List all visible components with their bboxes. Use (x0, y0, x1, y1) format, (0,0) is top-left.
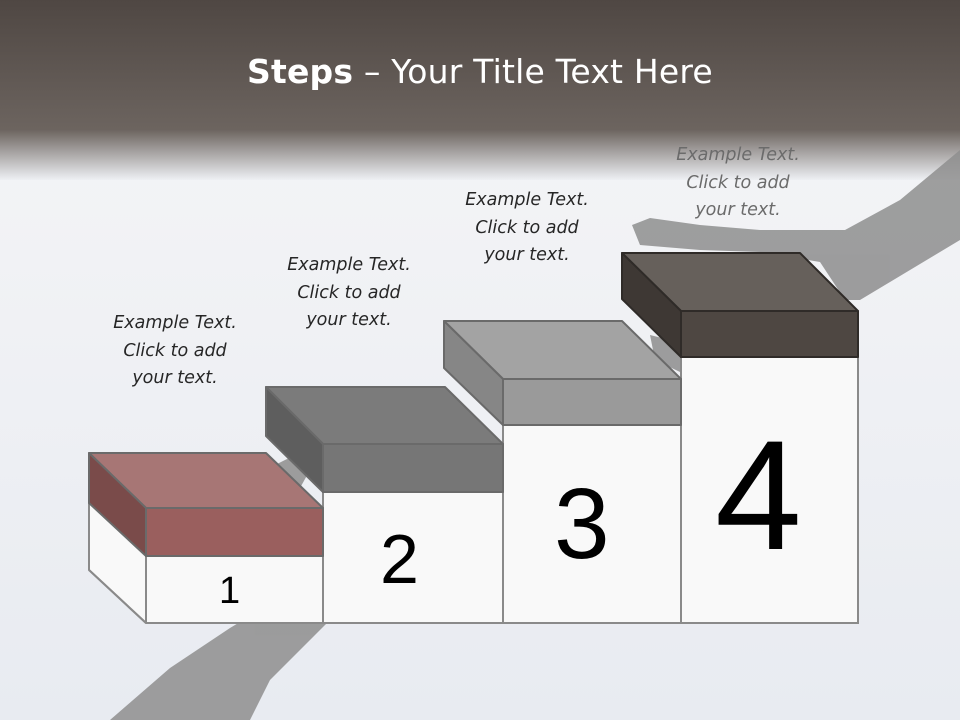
step-3-number: 3 (554, 468, 610, 580)
slide-title[interactable]: Steps – Your Title Text Here (0, 52, 960, 91)
caption-line: Example Text. (676, 145, 800, 165)
caption-line: Click to add (297, 282, 401, 303)
step-4-block (621, 252, 859, 358)
caption-line: your text. (484, 245, 570, 265)
step-3-block (443, 320, 682, 426)
caption-line: Click to add (686, 172, 790, 193)
step-4-number: 4 (715, 409, 802, 583)
step-2-caption[interactable]: Example Text. Click to add your text. (259, 252, 439, 335)
step-4-caption[interactable]: Example Text. Click to add your text. (648, 142, 828, 225)
step-1-block (88, 452, 324, 557)
caption-line: Click to add (475, 217, 579, 238)
caption-line: your text. (132, 368, 218, 388)
caption-line: your text. (695, 200, 781, 220)
caption-line: Example Text. (287, 255, 411, 275)
step-3-caption[interactable]: Example Text. Click to add your text. (437, 187, 617, 270)
title-bold: Steps (247, 52, 354, 91)
step-frames (322, 355, 859, 624)
caption-line: Example Text. (465, 190, 589, 210)
caption-line: your text. (306, 310, 392, 330)
caption-line: Example Text. (113, 313, 237, 333)
caption-line: Click to add (123, 340, 227, 361)
step-2-block (265, 386, 504, 493)
step-1-number: 1 (219, 570, 241, 612)
step-1-caption[interactable]: Example Text. Click to add your text. (85, 310, 265, 393)
title-rest: – Your Title Text Here (353, 52, 713, 91)
step-2-number: 2 (380, 520, 419, 598)
